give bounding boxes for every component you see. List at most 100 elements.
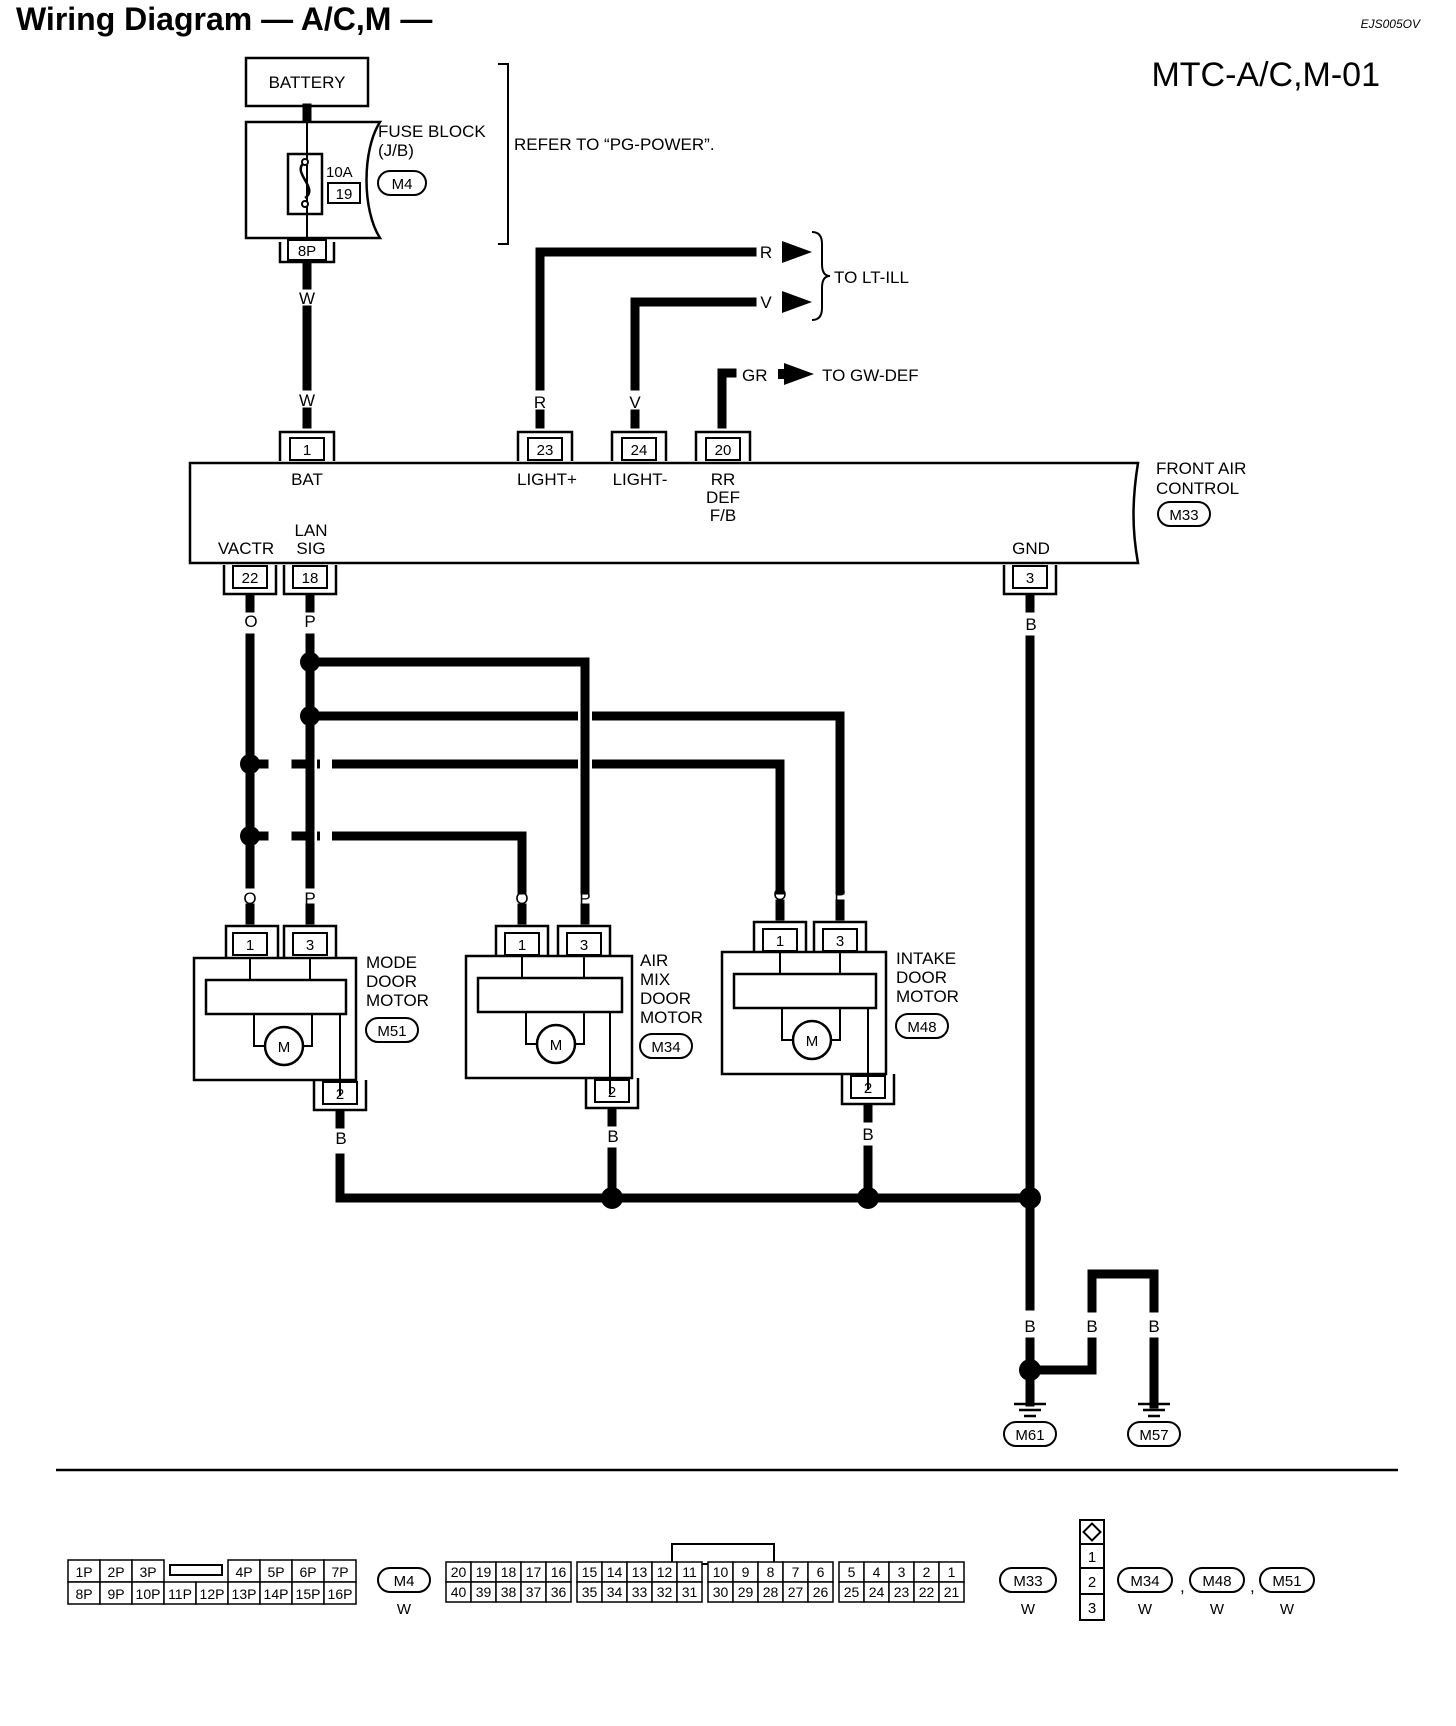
pin-20-label3: F/B [710,506,736,525]
page-code: MTC-A/C,M-01 [1151,56,1380,94]
legend-m33-cavity: 33 [632,1584,648,1600]
legend-m51-badge [1259,1567,1315,1593]
splice-p-2 [300,706,320,726]
mode-motor-name-1: MODE [366,953,417,972]
legend-m33-cavity-box [676,1581,703,1603]
legend-m33-cavity: 37 [526,1584,542,1600]
to-lt-ill-label: TO LT-ILL [834,268,909,287]
b-wire-ground-bus [335,1153,1035,1203]
mode-motor-icon [263,1025,305,1067]
p-wire-intake [305,711,845,895]
pin-20-number: 20 [715,442,732,459]
legend-m33-cavity: 19 [476,1564,492,1580]
intake-motor-conn: M48 [907,1019,936,1036]
mode-pin-3: 3 [306,937,314,954]
o-wire-airmix [245,831,527,895]
legend-m33-cavity: 26 [813,1584,829,1600]
legend-m33-cavity: 2 [923,1564,931,1580]
pin-18-number: 18 [302,570,319,587]
airmix-motor-name-3: DOOR [640,989,691,1008]
legend-m33-cavity: 39 [476,1584,492,1600]
wire-color-gr: GR [742,366,768,385]
legend-small-connector [1079,1519,1105,1621]
fuse-element-icon [299,160,311,200]
legend-m4-cavity: 7P [331,1564,348,1580]
legend-m33-cavity: 17 [526,1564,542,1580]
splice-b-1 [601,1187,623,1209]
diagram-title: Wiring Diagram — A/C,M — [16,1,432,37]
arrow-tail-gr [778,369,786,379]
splice-b-2 [857,1187,879,1209]
wire-color-r-bottom: R [534,393,546,412]
b-wire-jumper-left [1035,1337,1097,1375]
pin-20-label: RR [711,470,736,489]
r-wire [535,247,757,391]
legend-m33-cavity: 29 [738,1584,754,1600]
legend-m34-conn: M34 [1130,1573,1159,1590]
legend-m4-cavity: 15P [296,1586,321,1602]
legend-small-pin-2: 2 [1088,1574,1096,1591]
pin-3-label: GND [1012,539,1050,558]
control-conn-label: M33 [1169,507,1198,524]
legend-m34-color: W [1138,1601,1153,1618]
legend-sep-1: , [1180,1577,1185,1596]
mode-motor-conn-badge [365,1017,419,1043]
wire-color-p-18: P [304,612,315,631]
legend-m48-badge [1189,1567,1245,1593]
airmix-pin-1: 1 [518,937,526,954]
pin-20-label2: DEF [706,488,740,507]
pin-1-box [289,437,325,461]
pin-18-label: LAN [294,521,327,540]
legend-m33-cavity: 8 [767,1564,775,1580]
pin-1-label: BAT [291,470,323,489]
legend-m33-cavity: 11 [682,1564,697,1580]
legend-m33-cavity: 27 [788,1584,804,1600]
pin-18-box [292,565,328,589]
legend-m4-cavity: 10P [136,1586,161,1602]
arrow-tail-v [782,297,790,307]
pin-24-number: 24 [631,442,648,459]
air-mix-door-motor: 1 3 M 2 AIR MIX DOOR MOTOR M34 [464,903,703,1110]
pin-18-label2: SIG [296,539,325,558]
legend-m4-conn: M4 [394,1573,415,1590]
legend-m33-cavity: 31 [682,1584,698,1600]
ground-icon-m57 [1138,1402,1170,1418]
pin-23-label: LIGHT+ [517,470,577,489]
legend-m33-key [671,1543,775,1565]
ground-m57-badge [1127,1421,1181,1447]
fuse-number: 19 [336,186,353,203]
control-name-line1: FRONT AIR [1156,459,1246,478]
wire-color-o-22: O [244,612,257,631]
battery-box [244,56,370,108]
airmix-motor-name-4: MOTOR [640,1008,703,1027]
pin-22-number: 22 [242,570,259,587]
legend-sep-2: , [1250,1577,1255,1596]
intake-pin-3: 3 [836,933,844,950]
legend-small-pin-3: 3 [1088,1600,1096,1617]
mode-motor-m: M [278,1039,291,1056]
legend-m33-cavity: 10 [713,1564,729,1580]
arrow-icon-r [782,241,812,263]
legend-small-key-icon [1082,1522,1102,1542]
wire-color-b-m61: B [1024,1317,1035,1336]
legend-m4-cavity: 16P [328,1586,353,1602]
airmix-motor-actuator [476,976,624,1014]
legend-m33-cavity: 13 [632,1564,648,1580]
pin-20-outline [694,430,752,461]
legend-m4-cavity: 8P [75,1586,92,1602]
arrow-tail-r [782,247,790,257]
o-wire-intake [245,759,785,895]
legend-m33-cavity: 16 [551,1564,567,1580]
wire-color-o-airmix: O [515,889,528,908]
legend-m4-cavity: 5P [267,1564,284,1580]
to-gw-def-label: TO GW-DEF [822,366,919,385]
fuse-node-top [301,158,309,166]
pin-3-box [1012,565,1048,589]
ground-m61-badge [1003,1421,1057,1447]
wire-color-b-m57: B [1148,1317,1159,1336]
splice-o-2 [240,826,260,846]
mode-motor-actuator [204,978,348,1016]
gr-wire [717,368,737,429]
splice-p-1 [300,652,320,672]
